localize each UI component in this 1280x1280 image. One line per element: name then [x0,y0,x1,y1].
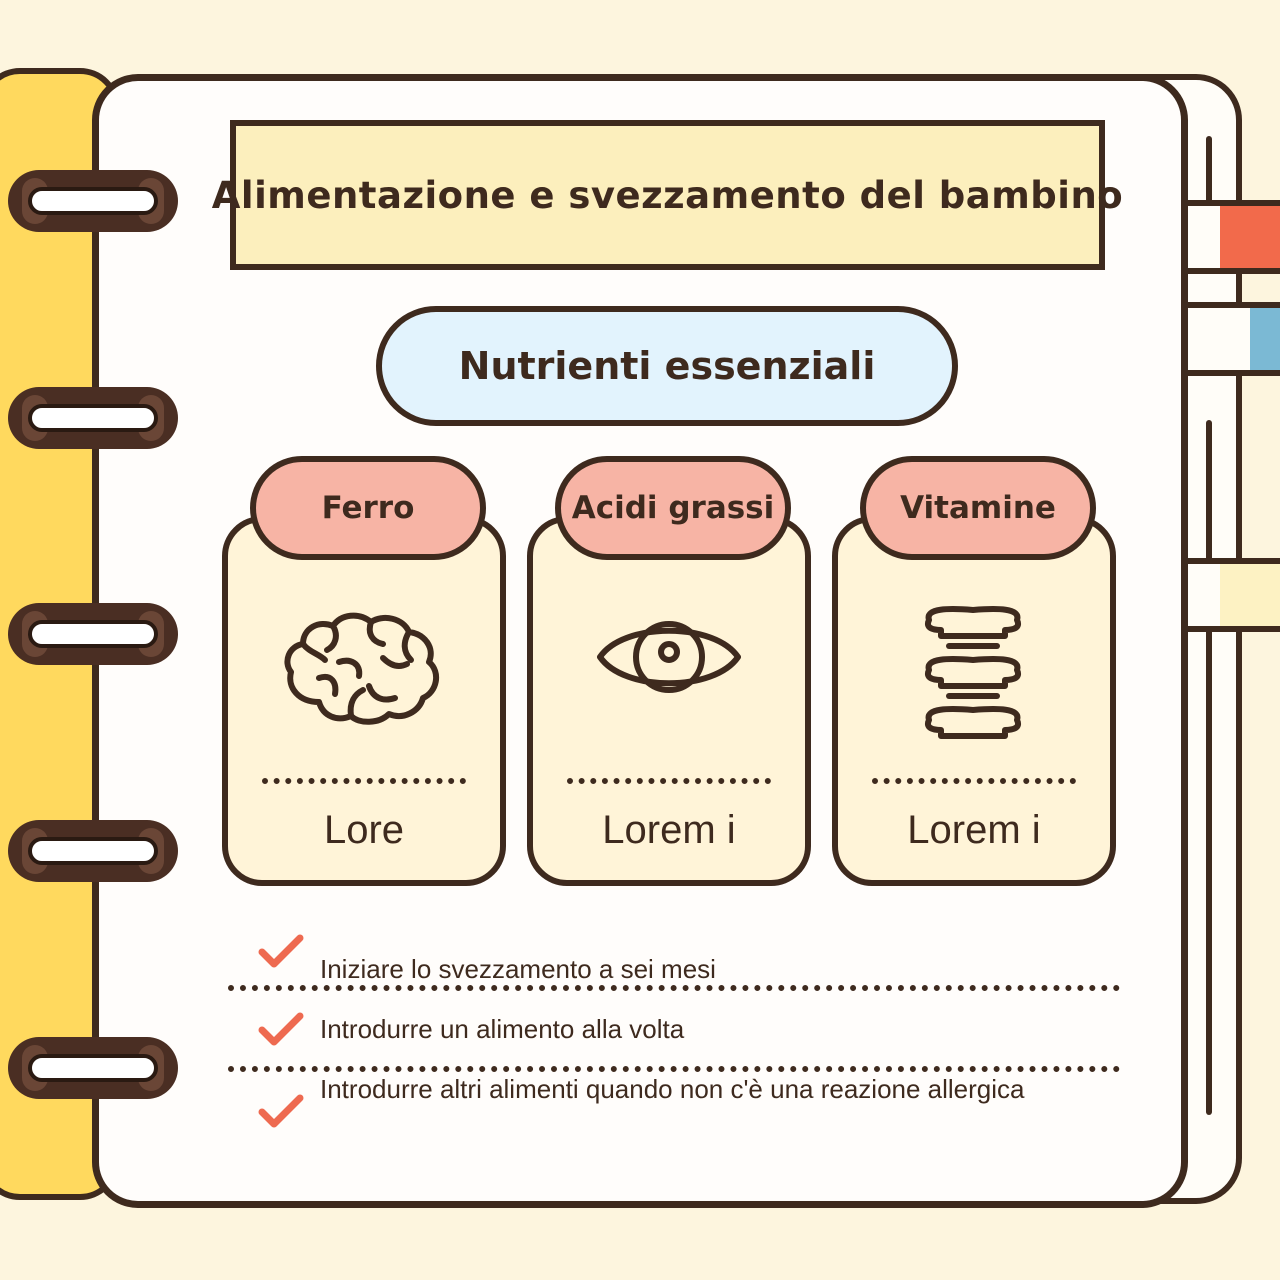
nutrient-card-vitamine: Vitamine Lorem i [832,456,1116,886]
checklist-text: Introdurre altri alimenti quando non c'è… [320,1074,1025,1104]
brain-icon [279,602,449,736]
card-heading-tab: Vitamine [860,456,1096,560]
binder-ring [8,170,178,232]
binder-ring [8,820,178,882]
card-heading-tab: Ferro [250,456,486,560]
card-divider [262,778,466,784]
checkmark-icon [258,934,304,968]
card-text: Lore [323,808,405,852]
checklist-item: Iniziare lo svezzamento a sei mesi [228,930,1120,984]
card-divider [872,778,1076,784]
checklist-text: Introdurre un alimento alla volta [320,1014,685,1044]
checkmark-icon [258,1012,304,1046]
checklist-item: Introdurre un alimento alla volta [228,1012,1120,1052]
nutrient-card-ferro: Ferro Lore [222,456,506,886]
page-edge-line [1206,136,1212,216]
tab-fill [1220,564,1280,626]
page-edge-line [1206,420,1212,1115]
checklist-divider [228,985,1120,991]
binder-ring [8,603,178,665]
page-title: Alimentazione e svezzamento del bambino [211,173,1124,217]
spine-icon [909,602,1039,756]
checklist-item: Introdurre altri alimenti quando non c'è… [228,1074,1120,1130]
subtitle-pill: Nutrienti essenziali [376,306,958,426]
section-tab-yellow[interactable] [1188,558,1280,632]
title-box: Alimentazione e svezzamento del bambino [212,120,1123,270]
binder-ring [8,387,178,449]
eye-icon [594,602,744,716]
card-text: Lorem i [602,808,736,852]
checklist-text: Iniziare lo svezzamento a sei mesi [320,954,716,984]
nutrient-card-acidi-grassi: Acidi grassi Lorem i [527,456,811,886]
card-heading-tab: Acidi grassi [555,456,791,560]
card-text: Lorem i [907,808,1041,852]
tab-fill [1250,308,1280,370]
tab-fill [1220,206,1280,268]
section-tab-red[interactable] [1188,200,1280,274]
section-tab-blue[interactable] [1188,302,1280,376]
section-subtitle: Nutrienti essenziali [458,344,876,388]
checkmark-icon [258,1094,304,1128]
card-heading: Ferro [321,490,415,526]
card-heading: Vitamine [900,490,1056,526]
card-divider [567,778,771,784]
card-heading: Acidi grassi [571,490,775,526]
binder-ring [8,1037,178,1099]
checklist-divider [228,1066,1120,1072]
